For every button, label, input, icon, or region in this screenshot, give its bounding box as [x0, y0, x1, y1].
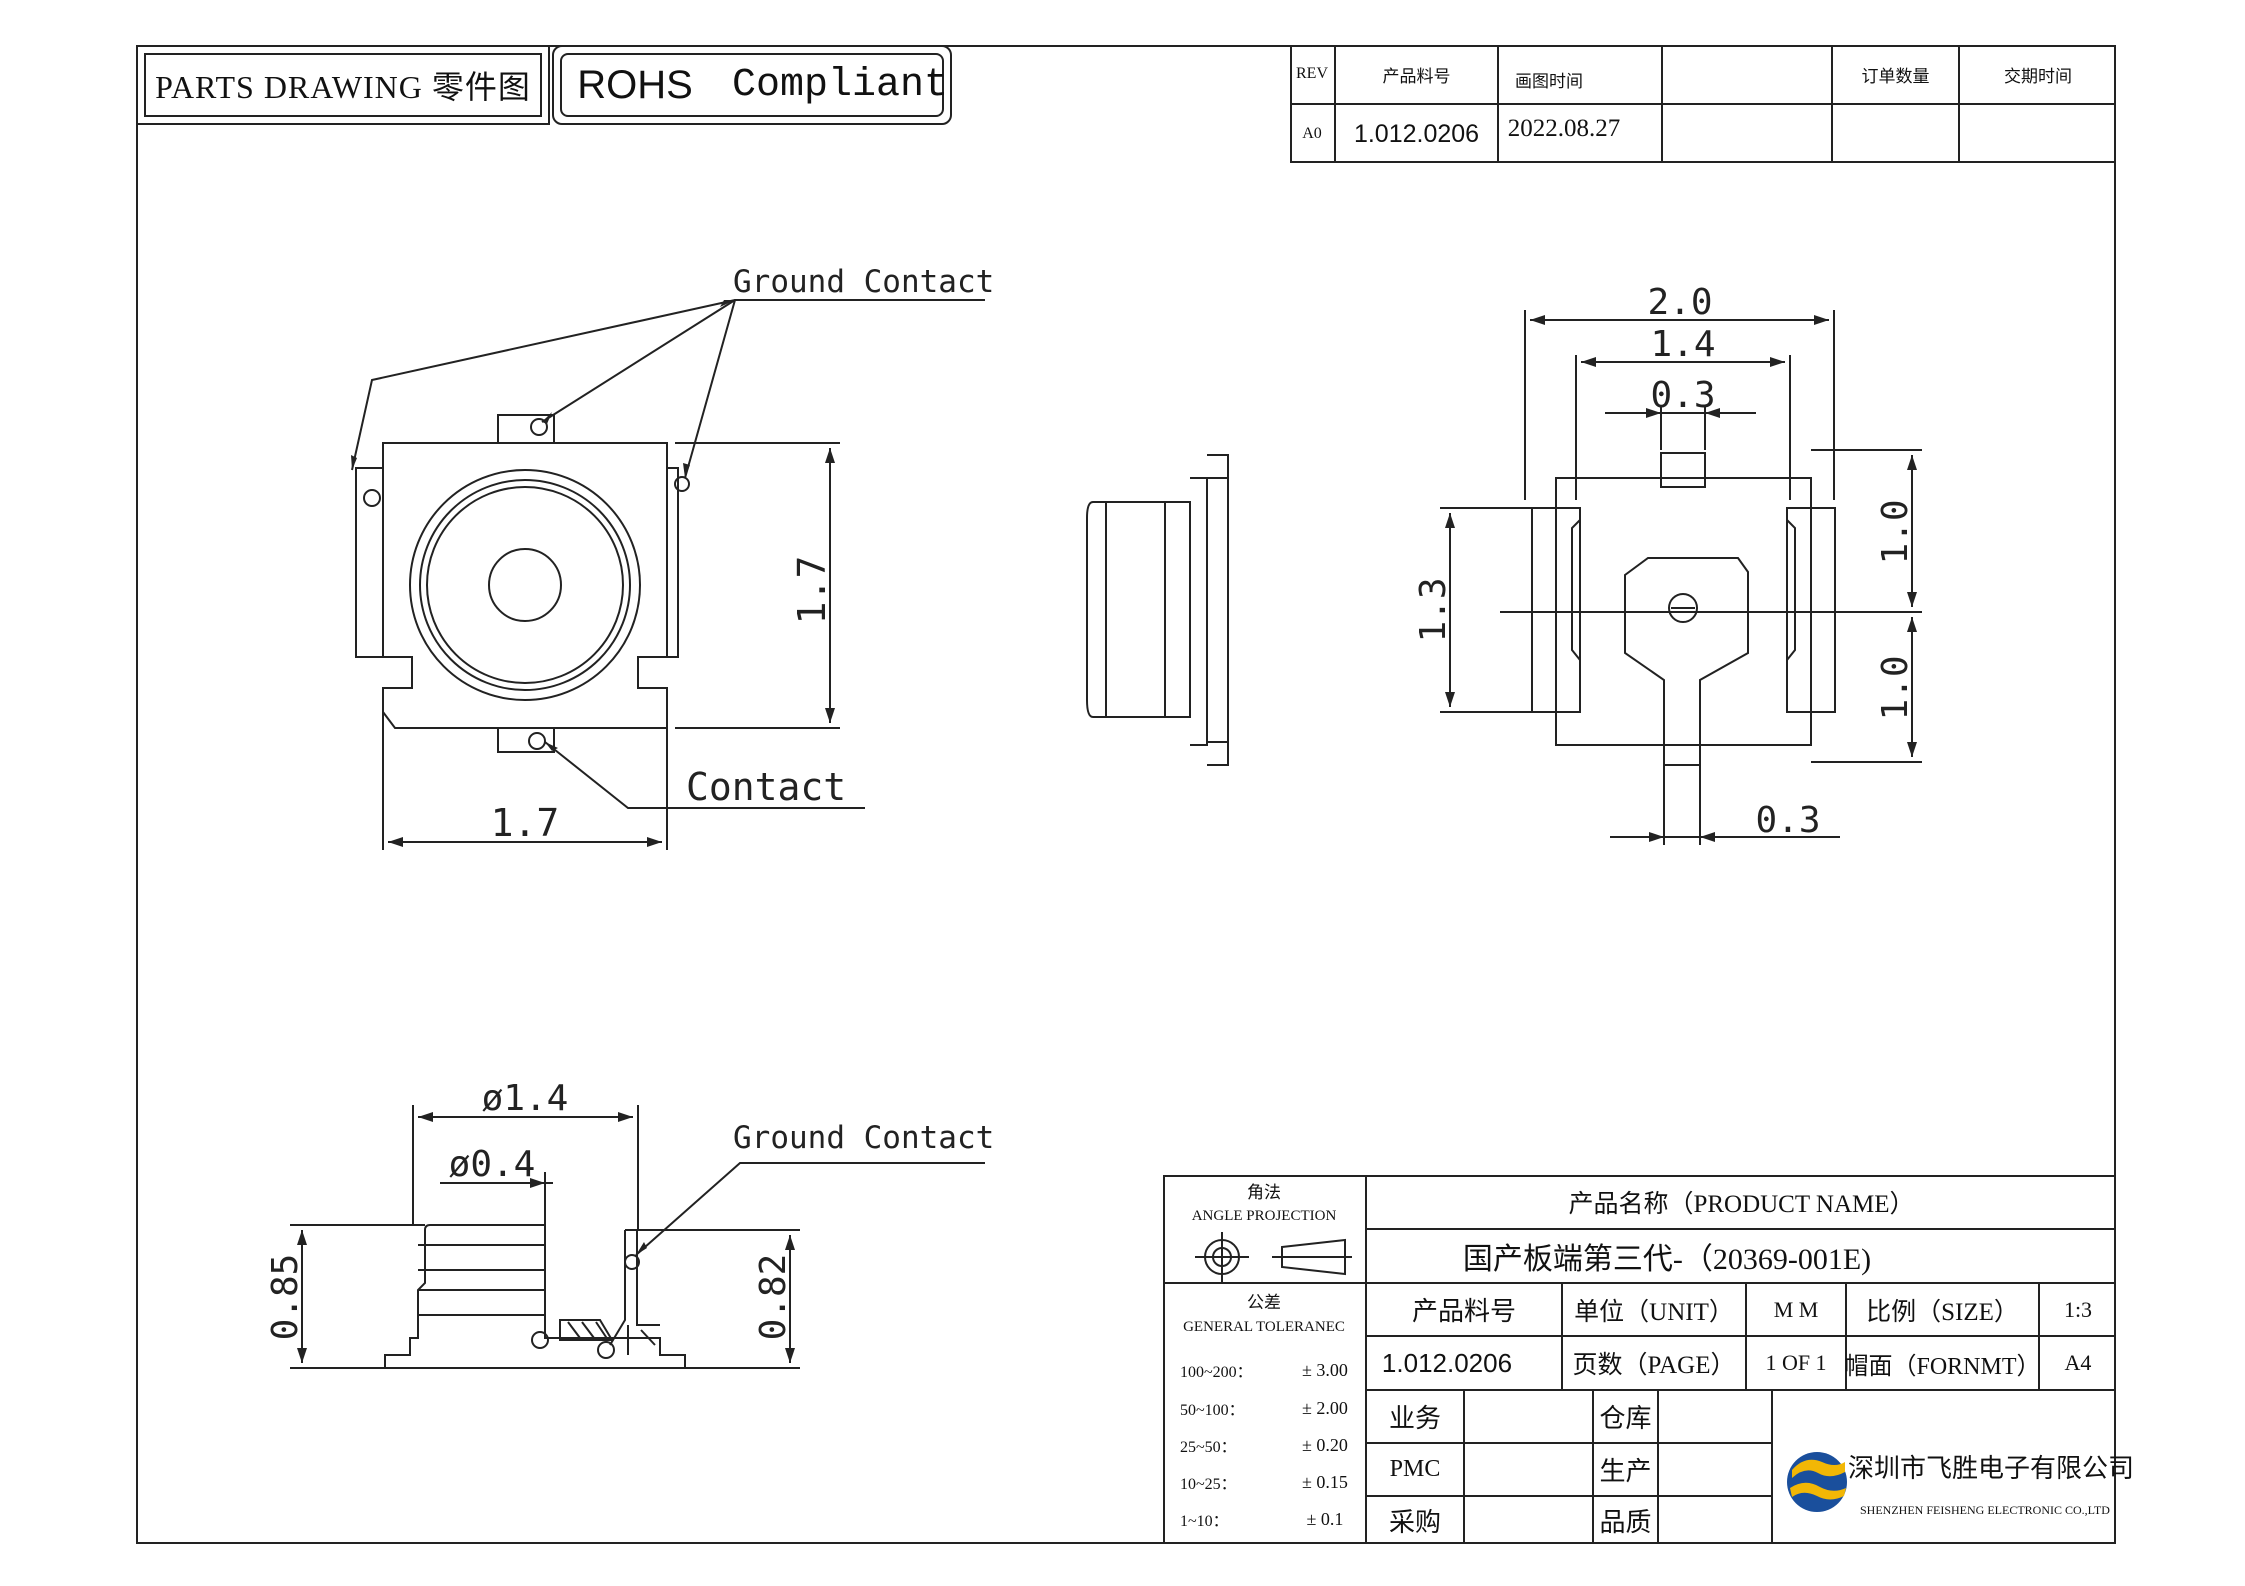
title-block — [1163, 1175, 2116, 1544]
product-name: 国产板端第三代-（20369-001E) — [1462, 1243, 1872, 1276]
order-qty-header: 订单数量 — [1861, 66, 1930, 86]
dim-bottom-upper: 1.0 — [1875, 499, 1916, 564]
product-name-label: 产品名称（PRODUCT NAME） — [1568, 1190, 1915, 1218]
tolerance-range-2: 50~100： — [1180, 1402, 1245, 1419]
dim-section-height-right: 0.82 — [753, 1254, 794, 1341]
side-view — [1086, 454, 1229, 766]
dim-bottom-outer: 2.0 — [1647, 282, 1712, 323]
rev-value: A0 — [1302, 125, 1322, 142]
part-no: 1.012.0206 — [1381, 1347, 1513, 1378]
tolerance-range-3: 25~50： — [1180, 1439, 1237, 1456]
delivery-header: 交期时间 — [2004, 66, 2072, 86]
ground-contact-label-top: Ground Contact — [733, 264, 994, 300]
format-value: A4 — [2064, 1350, 2092, 1375]
dim-bottom-lower: 1.0 — [1875, 655, 1916, 720]
company-name-en: SHENZHEN FEISHENG ELECTRONIC CO.,LTD — [1860, 1502, 2110, 1517]
dim-section-outer-dia: ø1.4 — [482, 1078, 569, 1119]
drawing-frame — [136, 45, 2116, 1544]
tolerance-en: GENERAL TOLERANEC — [1183, 1318, 1345, 1335]
ground-contact-label-bottom: Ground Contact — [733, 1120, 994, 1156]
sign-label-pmc: PMC — [1389, 1456, 1441, 1482]
company-name-cn: 深圳市飞胜电子有限公司 — [1848, 1453, 2135, 1483]
tolerance-value-3: ± 0.20 — [1302, 1434, 1348, 1455]
tolerance-value-4: ± 0.15 — [1302, 1471, 1348, 1492]
tolerance-value-2: ± 2.00 — [1302, 1397, 1348, 1418]
section-view — [360, 1224, 686, 1369]
compliant-label: Compliant — [731, 62, 949, 108]
sign-label-production: 生产 — [1599, 1457, 1652, 1486]
page-value: 1 OF 1 — [1765, 1350, 1827, 1375]
parts-drawing-box — [136, 45, 550, 125]
tolerance-range-1: 100~200： — [1180, 1364, 1253, 1381]
tolerance-range-4: 10~25： — [1180, 1476, 1237, 1493]
draw-date-header: 画图时间 — [1515, 71, 1583, 91]
dim-section-height-left: 0.85 — [265, 1254, 306, 1341]
tolerance-value-1: ± 3.00 — [1302, 1359, 1348, 1380]
scale-label: 比例（SIZE） — [1866, 1298, 2019, 1326]
top-view — [355, 414, 690, 753]
part-no-header: 产品料号 — [1382, 66, 1451, 86]
tolerance-value-5: ± 0.1 — [1306, 1508, 1344, 1529]
rohs-label: ROHS — [577, 62, 693, 107]
dim-bottom-height: 1.3 — [1413, 577, 1454, 642]
draw-date-value: 2022.08.27 — [1507, 115, 1621, 142]
angle-projection-cn: 角法 — [1247, 1182, 1281, 1202]
dim-top-width: 1.7 — [491, 801, 560, 845]
tolerance-range-5: 1~10： — [1180, 1513, 1229, 1530]
dim-bottom-center: 0.3 — [1650, 375, 1715, 416]
sign-label-warehouse: 仓库 — [1599, 1404, 1652, 1433]
unit-value: M M — [1773, 1296, 1819, 1322]
part-no-label: 产品料号 — [1411, 1297, 1516, 1326]
rev-header: REV — [1296, 65, 1328, 82]
parts-drawing-title: PARTS DRAWING 零件图 — [155, 69, 531, 105]
unit-label: 单位（UNIT） — [1574, 1298, 1734, 1326]
page-label: 页数（PAGE） — [1572, 1352, 1736, 1379]
dim-section-inner-dia: ø0.4 — [449, 1144, 536, 1185]
scale-value: 1:3 — [2063, 1296, 2093, 1322]
bottom-view — [1531, 452, 1836, 766]
dim-bottom-tail: 0.3 — [1755, 800, 1820, 841]
rohs-box — [552, 45, 952, 125]
dim-bottom-inner: 1.4 — [1650, 324, 1715, 365]
sign-label-purchase: 采购 — [1388, 1508, 1441, 1537]
contact-label: Contact — [686, 765, 846, 809]
sign-label-quality: 品质 — [1599, 1508, 1652, 1537]
format-label: 帽面（FORNMT） — [1844, 1353, 2041, 1380]
tolerance-cn: 公差 — [1247, 1292, 1281, 1312]
part-no-value: 1.012.0206 — [1353, 119, 1480, 148]
angle-projection-en: ANGLE PROJECTION — [1191, 1207, 1337, 1224]
sign-label-sales: 业务 — [1388, 1404, 1441, 1433]
dim-top-height: 1.7 — [790, 556, 834, 625]
